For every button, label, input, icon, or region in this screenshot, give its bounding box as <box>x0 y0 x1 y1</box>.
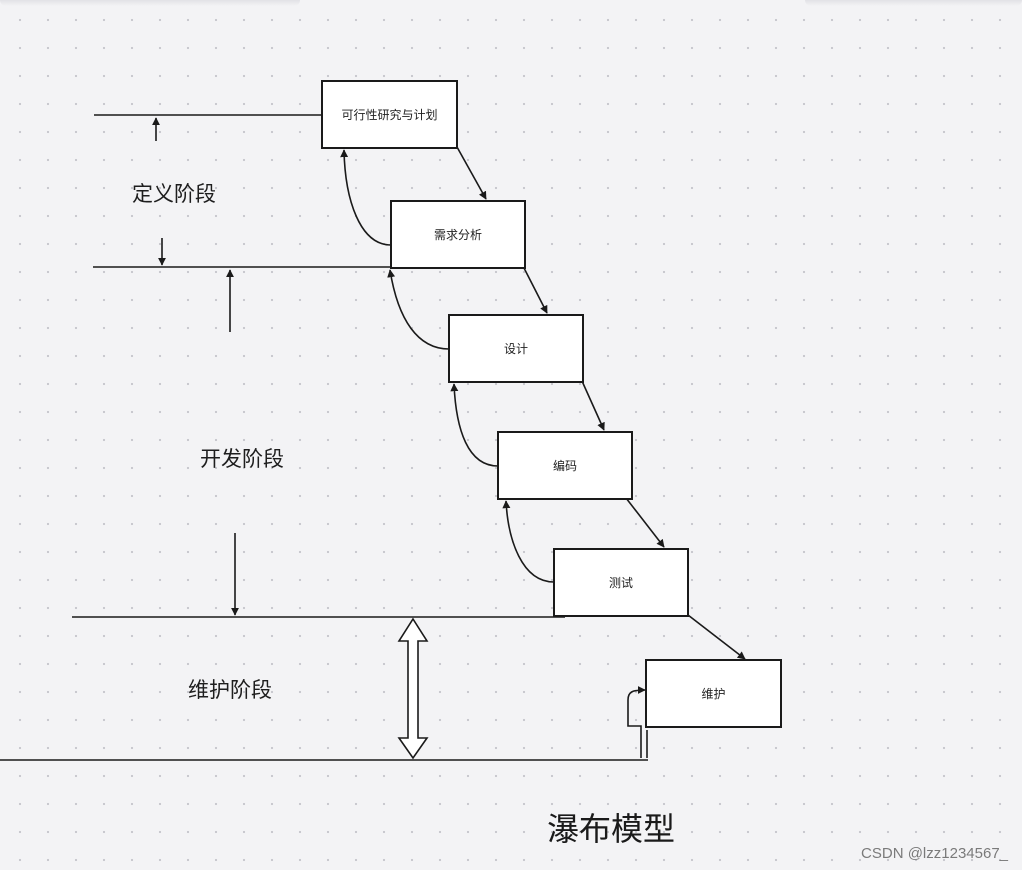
stage-box-requirements[interactable]: 需求分析 <box>390 200 526 269</box>
feedback-arrow-requirements-feasibility <box>340 149 392 246</box>
diagram-title: 瀑布模型 <box>547 810 675 848</box>
stage-label-feasibility: 可行性研究与计划 <box>341 107 437 122</box>
stage-label-requirements: 需求分析 <box>434 228 482 242</box>
stage-box-maintenance[interactable]: 维护 <box>645 659 782 728</box>
stage-box-testing[interactable]: 测试 <box>553 548 689 617</box>
forward-arrow-requirements-design <box>523 267 548 314</box>
forward-arrow-design-coding <box>581 380 605 431</box>
feedback-arrow-maintenance-self <box>627 686 646 758</box>
top-shadow-right <box>805 0 1022 6</box>
phase-label-development: 开发阶段 <box>200 447 284 471</box>
top-shadow-left <box>0 0 300 6</box>
phase-label-maintenance: 维护阶段 <box>188 678 272 702</box>
forward-arrow-testing-maintenance <box>687 614 746 660</box>
stage-box-coding[interactable]: 编码 <box>497 431 633 500</box>
stage-label-maintenance: 维护 <box>701 687 725 701</box>
stage-label-coding: 编码 <box>553 458 577 473</box>
forward-arrow-feasibility-requirements <box>456 146 487 200</box>
phase-label-definition: 定义阶段 <box>132 182 216 206</box>
watermark-text: CSDN @lzz1234567_ <box>861 845 1009 862</box>
feedback-arrow-design-requirements <box>387 269 450 350</box>
forward-arrow-coding-testing <box>625 497 665 548</box>
stage-box-design[interactable]: 设计 <box>448 314 584 383</box>
maintenance-span-arrow <box>397 617 429 760</box>
feedback-arrow-testing-coding <box>502 500 555 583</box>
stage-label-testing: 测试 <box>609 575 633 590</box>
stage-box-feasibility[interactable]: 可行性研究与计划 <box>321 80 458 149</box>
feedback-arrow-coding-design <box>450 383 499 467</box>
stage-label-design: 设计 <box>504 342 528 356</box>
